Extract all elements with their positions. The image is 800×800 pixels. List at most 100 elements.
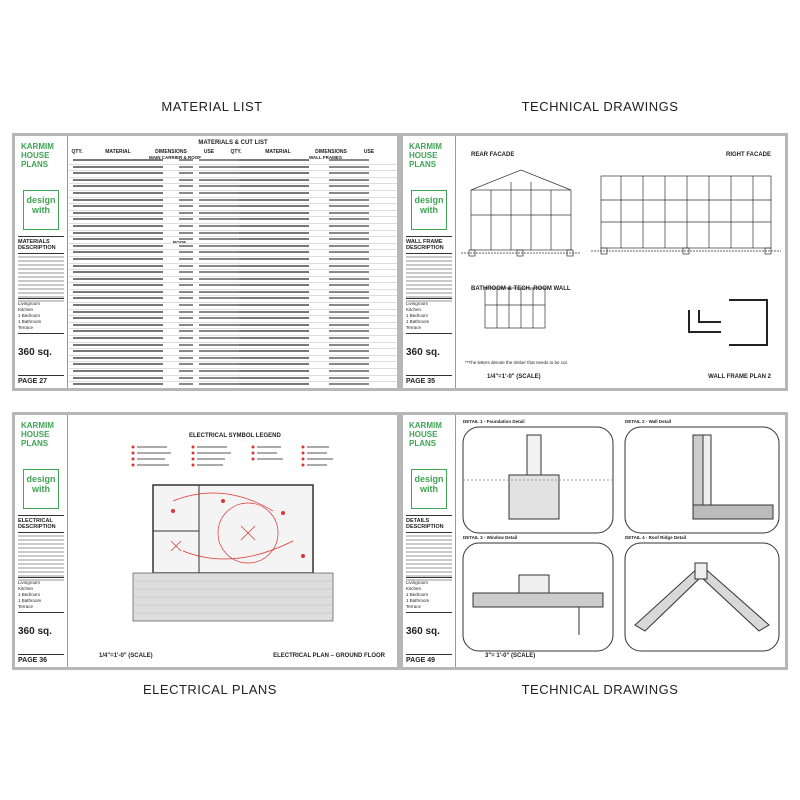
table-row <box>69 257 397 264</box>
table-title: MATERIALS & CUT LIST <box>198 140 268 146</box>
description-text <box>18 535 64 583</box>
brand-line-1: KARMIM <box>21 421 54 430</box>
bath-wall-title: BATHROOM & TECH. ROOM WALL <box>471 286 571 292</box>
caption-technical-drawings-2: TECHNICAL DRAWINGS <box>521 682 679 697</box>
description-title: WALL FRAME DESCRIPTION <box>406 236 452 254</box>
brand-line-3: PLANS <box>21 160 49 169</box>
area-value: 360 sq. <box>406 626 440 637</box>
table-row <box>69 184 397 191</box>
table-row <box>69 389 397 391</box>
col-dimensions: DIMENSIONS <box>155 149 187 155</box>
table-row <box>69 376 397 383</box>
detail-1-title: DETAIL 1 - Foundation Detail <box>463 419 525 424</box>
table-row <box>69 237 397 244</box>
wall-frame-drawings <box>461 169 781 346</box>
table-row <box>69 198 397 205</box>
plan-title: WALL FRAME PLAN 2 <box>708 374 771 380</box>
caption-technical-drawings-1: TECHNICAL DRAWINGS <box>521 99 679 114</box>
table-row <box>69 244 397 251</box>
rooms-list: Livingroom Kitchen 1 Bedroom 1 Bathroom … <box>18 577 64 613</box>
detail-drawings <box>462 426 780 652</box>
material-table: MATERIALS & CUT LIST QTY. MATERIAL DIMEN… <box>69 136 397 388</box>
table-header: QTY. MATERIAL DIMENSIONS USE QTY. MATERI… <box>71 149 393 155</box>
page-number: PAGE 36 <box>18 654 64 664</box>
page-number: PAGE 27 <box>18 375 64 385</box>
table-row <box>69 264 397 271</box>
table-row <box>69 303 397 310</box>
description-text <box>406 256 452 304</box>
description-title: ELECTRICAL DESCRIPTION <box>18 515 64 533</box>
col-use: USE <box>203 149 215 155</box>
description-text <box>406 535 452 583</box>
table-row <box>69 382 397 388</box>
scale-label: 1/4"=1'-0" (SCALE) <box>99 653 153 659</box>
table-row <box>69 369 397 376</box>
rooms-list: Livingroom Kitchen 1 Bedroom 1 Bathroom … <box>406 298 452 334</box>
col-qty: QTY. <box>71 149 83 155</box>
group-wall-frames: WALL FRAMES <box>309 155 342 160</box>
brand-line-1: KARMIM <box>21 142 54 151</box>
page-number: PAGE 35 <box>406 375 452 385</box>
caption-electrical-plans: ELECTRICAL PLANS <box>143 682 277 697</box>
design-badge: design with <box>411 469 447 509</box>
rooms-list: Livingroom Kitchen 1 Bedroom 1 Bathroom … <box>406 577 452 613</box>
table-rows <box>69 158 397 391</box>
table-row <box>69 250 397 257</box>
table-row <box>69 270 397 277</box>
col-qty-2: QTY. <box>230 149 242 155</box>
table-row <box>69 356 397 363</box>
detail-3-title: DETAIL 3 - Window Detail <box>463 535 518 540</box>
table-row <box>69 178 397 185</box>
table-row <box>69 158 397 165</box>
brand-line-1: KARMIM <box>409 421 442 430</box>
brand-line-1: KARMIM <box>409 142 442 151</box>
detail-4-title: DETAIL 4 - Roof Ridge Detail <box>625 535 687 540</box>
cut-note: **The letters denote the timber that nee… <box>465 360 569 365</box>
description-text <box>18 256 64 304</box>
area-value: 360 sq. <box>18 347 52 358</box>
page-number: PAGE 49 <box>406 654 452 664</box>
table-row <box>69 217 397 224</box>
design-badge: design with <box>411 190 447 230</box>
description-title: DETAILS DESCRIPTION <box>406 515 452 533</box>
brand-line-3: PLANS <box>21 439 49 448</box>
design-badge: design with <box>23 190 59 230</box>
table-row <box>69 283 397 290</box>
design-badge: design with <box>23 469 59 509</box>
rooms-list: Livingroom Kitchen 1 Bedroom 1 Bathroom … <box>18 298 64 334</box>
area-value: 360 sq. <box>406 347 440 358</box>
table-row <box>69 336 397 343</box>
table-row <box>69 277 397 284</box>
table-row <box>69 343 397 350</box>
scale-label: 3"= 1'-0" (SCALE) <box>485 653 536 659</box>
plan-title: ELECTRICAL PLAN – GROUND FLOOR <box>273 653 385 659</box>
drawing-area: REAR FACADE RIGHT FACADE <box>457 136 785 388</box>
table-row <box>69 204 397 211</box>
brand-line-2: HOUSE <box>409 151 438 160</box>
table-row <box>69 224 397 231</box>
brand-line-2: HOUSE <box>409 430 438 439</box>
col-dimensions-2: DIMENSIONS <box>315 149 347 155</box>
brand-line-2: HOUSE <box>21 430 50 439</box>
legend-title: ELECTRICAL SYMBOL LEGEND <box>189 433 281 439</box>
table-row <box>69 165 397 172</box>
col-material-2: MATERIAL <box>265 149 291 155</box>
scale-label: 1/4"=1'-0" (SCALE) <box>487 374 541 380</box>
brand-line-2: HOUSE <box>21 151 50 160</box>
table-row <box>69 211 397 218</box>
description-title: MATERIALS DESCRIPTION <box>18 236 64 254</box>
table-row <box>69 310 397 317</box>
table-row <box>69 296 397 304</box>
electrical-drawing: ELECTRICAL SYMBOL LEGEND <box>69 415 397 667</box>
table-row <box>69 191 397 198</box>
area-value: 360 sq. <box>18 626 52 637</box>
